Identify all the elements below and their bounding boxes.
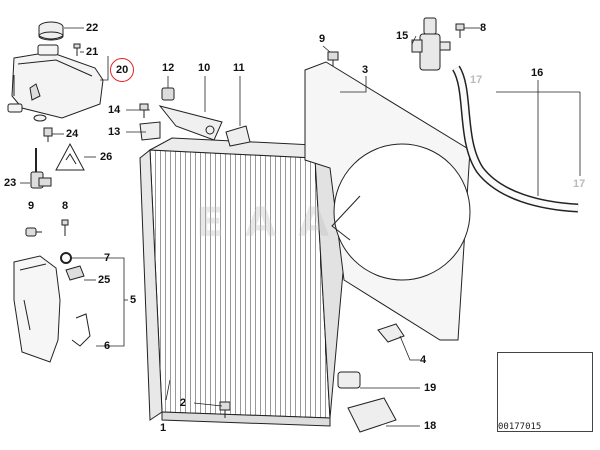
callout-3: 3 xyxy=(362,64,369,76)
vehicle-thumbnail-frame xyxy=(497,352,593,432)
warning-label-26 xyxy=(55,142,85,171)
watermark: E A A xyxy=(196,200,334,246)
callout-8-left: 8 xyxy=(62,200,69,212)
part-14 xyxy=(139,103,149,118)
callout-20: 20 xyxy=(116,64,129,76)
callout-11: 11 xyxy=(233,62,245,74)
callout-1: 1 xyxy=(160,422,167,434)
callout-7: 7 xyxy=(104,252,111,264)
callout-9-top: 9 xyxy=(319,33,326,45)
ring-7 xyxy=(60,252,72,264)
tank-cap xyxy=(38,21,64,41)
callout-23: 23 xyxy=(4,177,17,189)
callout-20-ring xyxy=(110,58,134,82)
callout-14: 14 xyxy=(108,104,121,116)
bracket-6 xyxy=(71,313,91,347)
callout-13: 13 xyxy=(108,126,121,138)
part-19 xyxy=(337,371,361,389)
callout-19: 19 xyxy=(424,382,437,394)
reference-number: 00177015 xyxy=(498,422,542,432)
callout-21: 21 xyxy=(86,46,99,58)
callout-2: 2 xyxy=(180,397,187,409)
screw-21 xyxy=(73,43,81,56)
hose-16 xyxy=(451,65,579,213)
clip-25 xyxy=(65,265,85,281)
radiator xyxy=(139,137,353,427)
callout-22: 22 xyxy=(86,22,99,34)
callout-26: 26 xyxy=(100,151,113,163)
clip-11 xyxy=(225,125,251,147)
bracket-10 xyxy=(158,105,223,141)
callout-4: 4 xyxy=(420,354,427,366)
clip-4 xyxy=(377,323,405,343)
callout-25: 25 xyxy=(98,274,111,286)
callout-9-left: 9 xyxy=(28,200,35,212)
callout-18: 18 xyxy=(424,420,437,432)
fan-shroud xyxy=(304,61,471,341)
sensor-23 xyxy=(30,148,52,189)
part-18 xyxy=(347,397,397,433)
callout-6: 6 xyxy=(104,340,111,352)
callout-12: 12 xyxy=(162,62,175,74)
valve-15 xyxy=(411,17,451,71)
side-shroud xyxy=(13,255,61,363)
expansion-tank xyxy=(7,44,104,122)
callout-8-top: 8 xyxy=(480,22,487,34)
callout-17-top: 17 xyxy=(470,74,483,86)
callout-15: 15 xyxy=(396,30,409,42)
bolt-9-left xyxy=(25,227,42,237)
screw-8-top xyxy=(455,23,465,38)
callout-10: 10 xyxy=(198,62,211,74)
leader-lines xyxy=(20,27,581,427)
callout-17-bottom: 17 xyxy=(573,178,586,190)
part-13 xyxy=(139,121,161,141)
callout-5: 5 xyxy=(130,294,137,306)
sensor-24 xyxy=(43,127,53,142)
bolt-8-left xyxy=(61,219,69,236)
callout-24: 24 xyxy=(66,128,79,140)
callout-16: 16 xyxy=(531,67,544,79)
part-12 xyxy=(161,87,175,101)
